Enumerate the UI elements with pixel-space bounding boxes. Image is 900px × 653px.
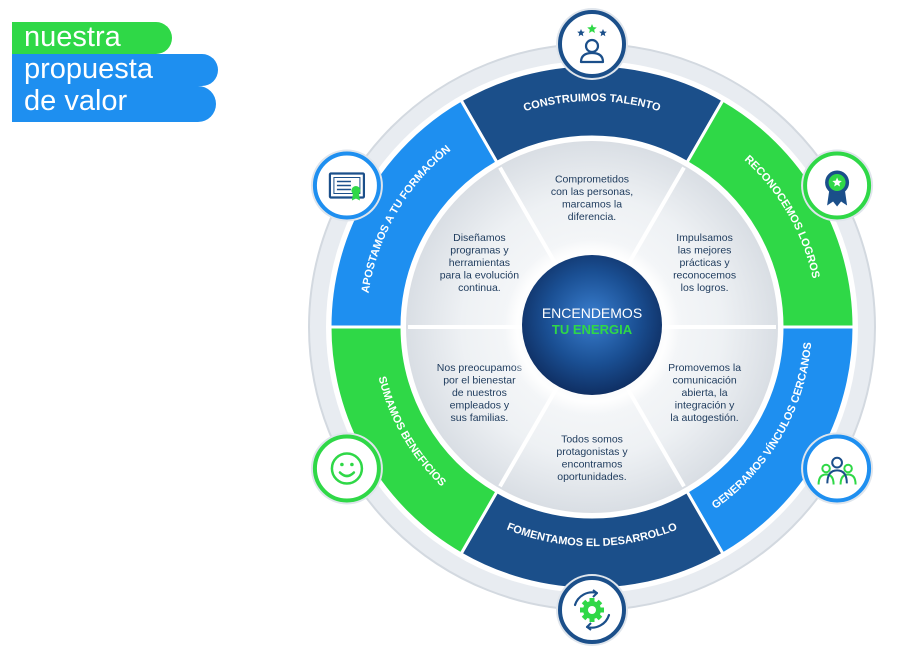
certificate-icon (310, 149, 383, 222)
center-title: ENCENDEMOS (542, 305, 642, 321)
divider-line (625, 166, 686, 268)
center-subtitle: TU ENERGIA (552, 322, 633, 337)
title-line-3: de valor (12, 86, 216, 122)
smiley-icon (310, 432, 383, 505)
gear-cycle-icon (556, 574, 628, 646)
band-apostamos-a-tu-formacion (328, 98, 500, 329)
award-medal-icon (801, 149, 874, 222)
title-line-1: nuestra (12, 22, 172, 54)
center-disk (522, 255, 662, 395)
divider-line (498, 386, 559, 488)
people-group-icon (801, 432, 874, 505)
person-stars-icon (556, 8, 628, 80)
divider-line (625, 386, 686, 488)
title-line-2: propuesta (12, 54, 218, 86)
divider-line (498, 166, 559, 268)
